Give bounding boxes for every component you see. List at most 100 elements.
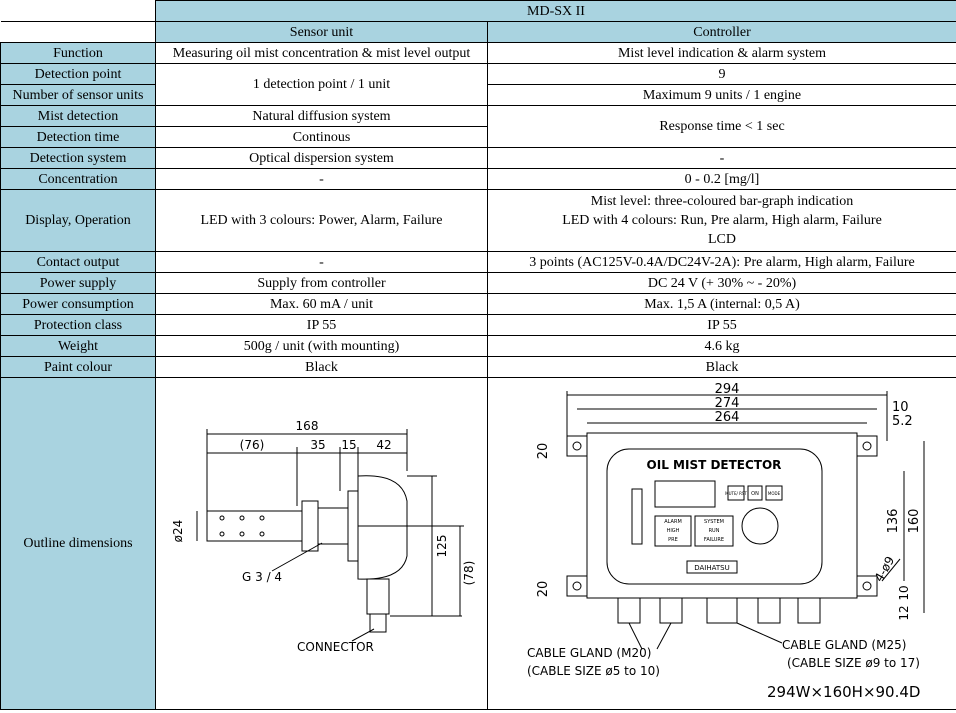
mute-rst-label: MUTE/ RST <box>725 491 747 496</box>
leader-line <box>628 622 643 649</box>
alarm-high: HIGH <box>667 528 680 534</box>
cell-controller: Mist level: three-coloured bar-graph ind… <box>486 189 956 252</box>
dim-10: 10 <box>892 400 909 415</box>
probe-hole <box>259 531 264 536</box>
cell-controller: 0 - 0.2 [mg/l] <box>486 168 956 190</box>
on-button <box>747 485 763 500</box>
col-controller: Controller <box>486 21 956 43</box>
row-weight: Weight 500g / unit (with mounting) 4.6 k… <box>0 335 956 357</box>
cell-controller: 4.6 kg <box>486 335 956 357</box>
display-line: LCD <box>708 232 736 247</box>
corner-cell <box>0 0 156 22</box>
cell-controller-merged: Response time < 1 sec <box>486 105 956 148</box>
probe-hole <box>219 531 224 536</box>
row-label: Display, Operation <box>0 189 156 252</box>
row-label: Number of sensor units <box>0 84 156 106</box>
gland-m20-size: (CABLE SIZE ø5 to 10) <box>527 664 660 678</box>
cable-gland <box>797 597 821 623</box>
dim-5-2: 5.2 <box>892 414 913 429</box>
cell-sensor: LED with 3 colours: Power, Alarm, Failur… <box>155 189 488 252</box>
cell-sensor: Supply from controller <box>155 272 488 294</box>
sensor-outline-drawing: 168 (76) 35 15 42 <box>171 419 476 654</box>
cell-controller: Max. 1,5 A (internal: 0,5 A) <box>486 293 956 315</box>
system-run: RUN <box>709 528 720 534</box>
dim-78: (78) <box>462 560 476 585</box>
leader-line <box>656 622 672 649</box>
cable-gland <box>757 597 781 623</box>
row-label: Concentration <box>0 168 156 190</box>
row-label: Mist detection <box>0 105 156 127</box>
mount-hole <box>862 581 872 590</box>
alarm-pre: PRE <box>668 537 678 543</box>
col-sensor-unit: Sensor unit <box>155 21 488 43</box>
cell-controller: 3 points (AC125V-0.4A/DC24V-2A): Pre ala… <box>486 251 956 273</box>
mount-tab <box>566 435 588 456</box>
cell-sensor: Max. 60 mA / unit <box>155 293 488 315</box>
leader-line <box>736 622 783 643</box>
row-outline: Outline dimensions 168 (76) 35 15 42 <box>0 377 956 710</box>
system-box <box>694 515 734 546</box>
cable-gland <box>706 597 738 623</box>
probe-hole <box>239 531 244 536</box>
row-label: Contact output <box>0 251 156 273</box>
mode-label: MODE <box>768 491 781 496</box>
connector-plug <box>369 613 386 632</box>
probe-hole <box>239 515 244 520</box>
mute-rst-button <box>727 485 745 500</box>
mount-tab <box>856 575 878 596</box>
mount-tab <box>566 575 588 596</box>
row-detection-system: Detection system Optical dispersion syst… <box>0 147 956 169</box>
cell-sensor: Black <box>155 356 488 378</box>
leader-line <box>881 558 901 581</box>
connector-label: CONNECTOR <box>297 640 374 654</box>
row-contact-output: Contact output - 3 points (AC125V-0.4A/D… <box>0 251 956 273</box>
cell-sensor: Optical dispersion system <box>155 147 488 169</box>
row-paint-colour: Paint colour Black Black <box>0 356 956 378</box>
cell-sensor: - <box>155 168 488 190</box>
probe-hole <box>259 515 264 520</box>
dim-294: 294 <box>715 382 740 397</box>
row-label: Paint colour <box>0 356 156 378</box>
dim-10-right: 10 <box>897 585 911 600</box>
dim-dia24: ø24 <box>171 519 185 542</box>
row-label: Detection point <box>0 63 156 85</box>
dim-12-right: 12 <box>897 605 911 620</box>
row-label: Power consumption <box>0 293 156 315</box>
gland-m25-size: (CABLE SIZE ø9 to 17) <box>787 656 920 670</box>
overall-dimensions: 294W×160H×90.4D <box>767 683 920 701</box>
probe-hole <box>219 515 224 520</box>
mount-hole <box>572 581 582 590</box>
cell-sensor: 500g / unit (with mounting) <box>155 335 488 357</box>
column-header-row: Sensor unit Controller <box>0 21 956 43</box>
thread-label: G 3 / 4 <box>242 570 282 584</box>
dim-20-top: 20 <box>536 442 551 459</box>
cell-controller: Mist level indication & alarm system <box>486 42 956 64</box>
row-label: Outline dimensions <box>0 377 156 710</box>
panel-title: OIL MIST DETECTOR <box>647 458 782 472</box>
row-detection-point: Detection point 1 detection point / 1 un… <box>0 63 956 106</box>
dim-35: 35 <box>310 438 325 452</box>
cell-sensor: Measuring oil mist concentration & mist … <box>155 42 488 64</box>
row-concentration: Concentration - 0 - 0.2 [mg/l] <box>0 168 956 190</box>
dim-hole: 4-ø9 <box>872 553 898 583</box>
row-mist-detection: Mist detection Natural diffusion system … <box>0 105 956 148</box>
row-protection-class: Protection class IP 55 IP 55 <box>0 314 956 336</box>
leader-line <box>271 542 322 571</box>
controller-outline-drawing: 294 274 264 10 5.2 20 20 <box>527 382 925 701</box>
cell-controller: Black <box>486 356 956 378</box>
front-panel <box>606 448 823 584</box>
arrow-keypad <box>741 507 779 544</box>
dim-264: 264 <box>715 410 740 425</box>
row-label: Protection class <box>0 314 156 336</box>
row-power-consumption: Power consumption Max. 60 mA / unit Max.… <box>0 293 956 315</box>
row-function: Function Measuring oil mist concentratio… <box>0 42 956 64</box>
dim-15: 15 <box>341 438 356 452</box>
controller-drawing-cell: 294 274 264 10 5.2 20 20 <box>486 377 956 710</box>
mount-tab <box>856 435 878 456</box>
dim-160: 160 <box>907 508 922 533</box>
gland-m25-label: CABLE GLAND (M25) <box>782 638 906 652</box>
title-row: MD-SX II <box>0 0 956 22</box>
row-label: Detection time <box>0 126 156 148</box>
dim-42: 42 <box>376 438 391 452</box>
